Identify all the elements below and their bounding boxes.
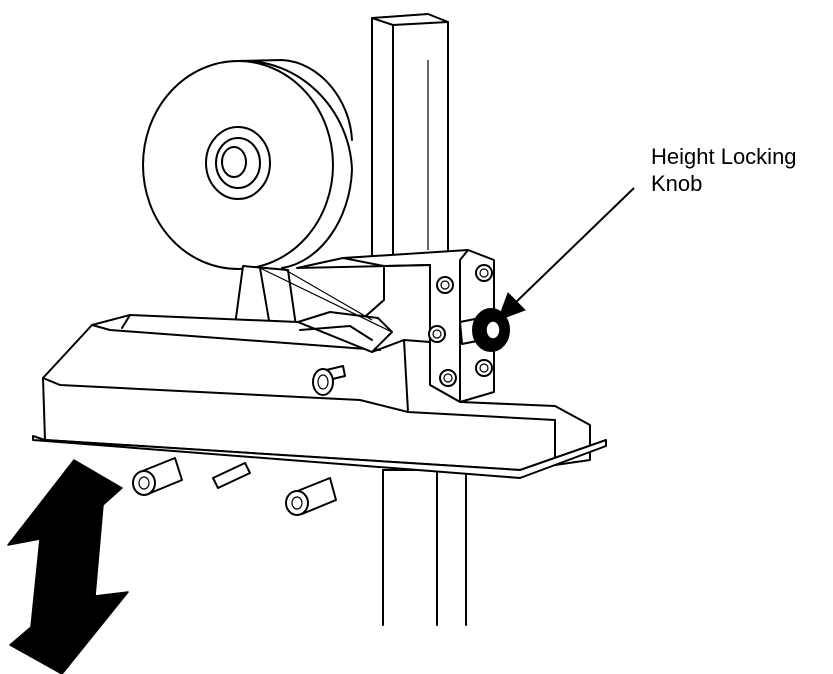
bracket-bolt: [439, 369, 457, 387]
height-bracket: [296, 249, 495, 403]
dispenser-body: [42, 267, 591, 471]
lower-column: [382, 469, 467, 626]
callout-label: Height Locking Knob: [651, 143, 797, 197]
base-platform: [32, 435, 607, 479]
release-pin: [312, 365, 346, 396]
callout-line-1: Height Locking: [651, 144, 797, 169]
bracket-bolt: [428, 325, 446, 343]
bracket-bolt: [436, 276, 454, 294]
roller: [212, 462, 251, 489]
upper-column: [371, 13, 449, 261]
roller: [285, 477, 337, 516]
roller: [132, 457, 183, 496]
callout-line-2: Knob: [651, 171, 703, 196]
bracket-bolt: [475, 264, 493, 282]
pointer-arrow-icon: [497, 187, 635, 321]
double-headed-vertical-arrow-icon: [7, 459, 129, 674]
tape-roll: [142, 59, 353, 270]
bracket-bolt: [475, 359, 493, 377]
height-locking-knob: [459, 308, 510, 352]
